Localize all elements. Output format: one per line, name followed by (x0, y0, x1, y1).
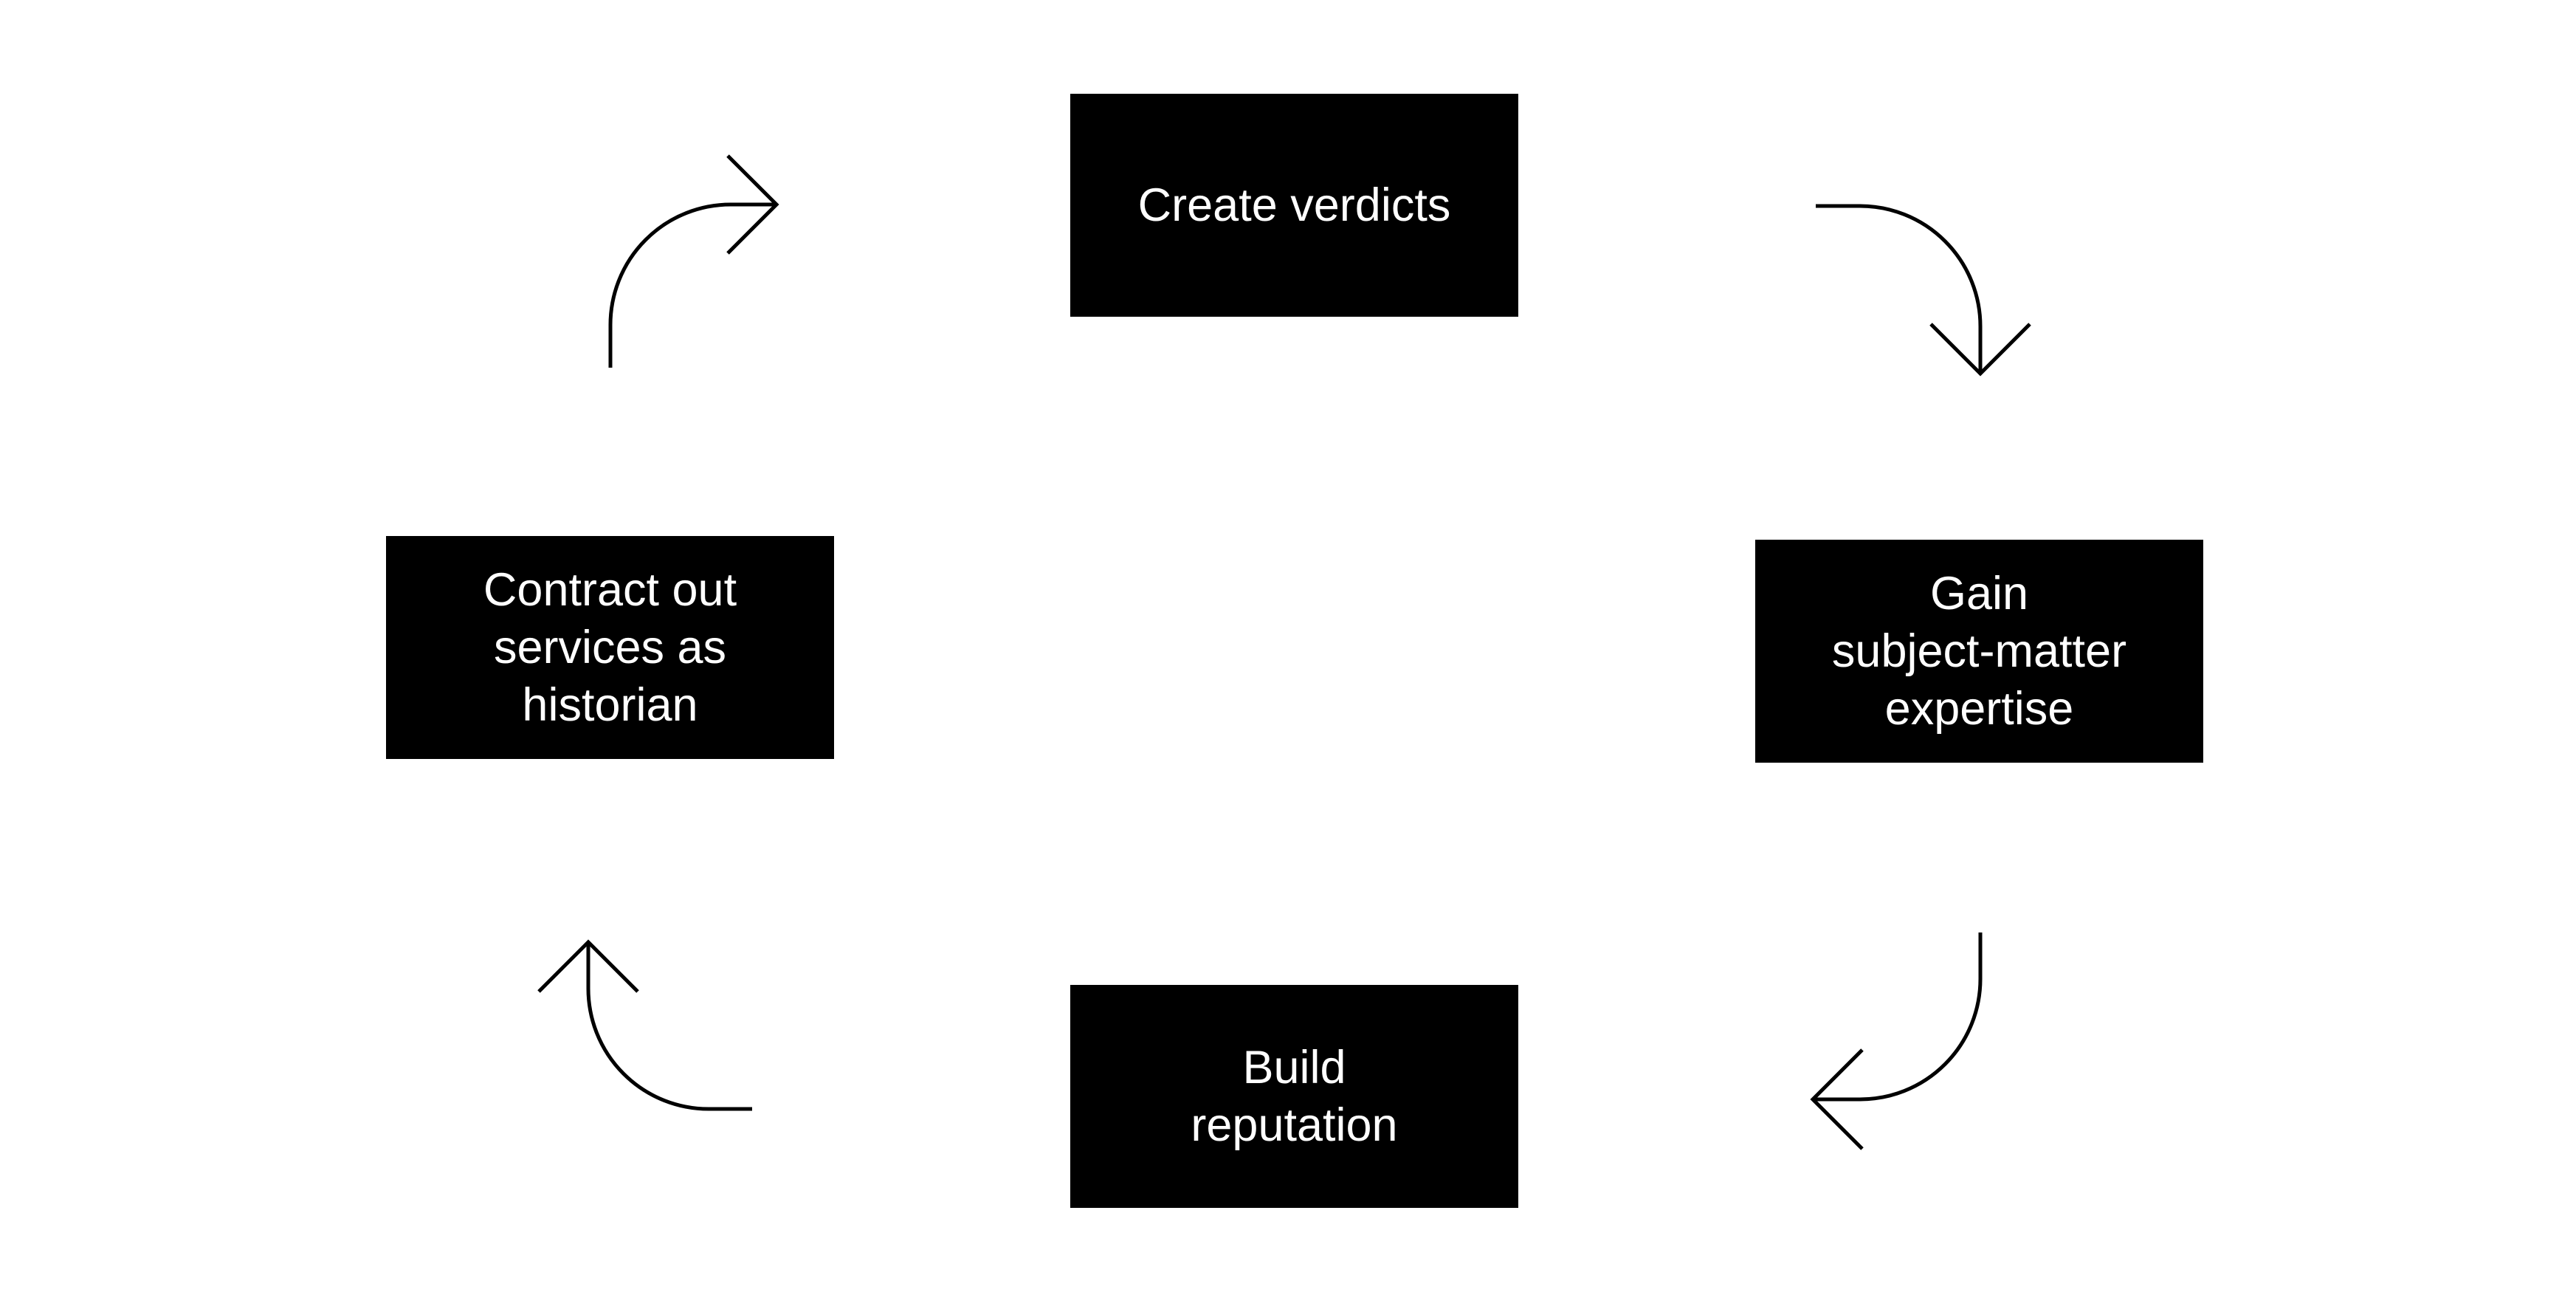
step-create-verdicts: Create verdicts (1070, 94, 1518, 317)
curved-arrow-right-icon (608, 154, 779, 368)
step-label: Contract out services as historian (483, 564, 737, 731)
curved-arrow-down-icon (1816, 204, 2031, 377)
curved-arrow-left-icon (1810, 932, 1983, 1150)
step-label: Build reputation (1191, 1042, 1398, 1151)
step-build-reputation: Build reputation (1070, 985, 1518, 1208)
step-label: Gain subject-matter expertise (1831, 568, 2127, 735)
step-label: Create verdicts (1137, 179, 1451, 231)
step-gain-expertise: Gain subject-matter expertise (1755, 540, 2203, 763)
step-contract-out-services: Contract out services as historian (386, 536, 834, 759)
curved-arrow-up-icon (537, 939, 752, 1111)
